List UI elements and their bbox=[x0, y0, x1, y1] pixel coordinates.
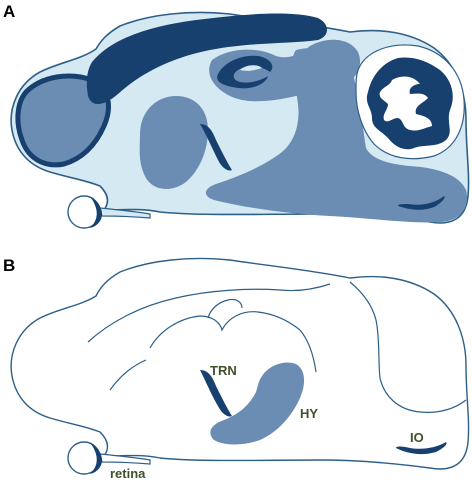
panel-b-brain-outline bbox=[10, 257, 470, 470]
panel-a-cerebellum-folia bbox=[366, 57, 453, 150]
panel-a-hippocampus-curl bbox=[217, 55, 273, 89]
panel-b-cerebellum-contour bbox=[349, 281, 467, 413]
panel-b-cortex-contour bbox=[87, 283, 331, 343]
panel-b-hippocampus-contour bbox=[149, 298, 301, 349]
panel-a: A bbox=[3, 2, 470, 229]
panel-a-trn-crescent bbox=[200, 124, 232, 171]
panel-b: B TRN HY IO retina bbox=[3, 256, 470, 481]
panel-a-thalamus bbox=[139, 96, 208, 189]
panel-b-retina bbox=[88, 442, 102, 474]
panel-a-optic-nerve bbox=[99, 207, 151, 219]
panel-a-cortex-band bbox=[86, 13, 327, 105]
panel-a-retina bbox=[88, 196, 102, 228]
panel-b-brainstem-contour bbox=[109, 329, 317, 391]
panel-a-hippocampus-curl-inner bbox=[240, 65, 262, 71]
panel-a-label: A bbox=[3, 2, 15, 21]
panel-b-label: B bbox=[3, 256, 15, 275]
io-label: IO bbox=[410, 430, 424, 445]
panel-a-olfactory-bulb bbox=[15, 73, 111, 168]
panel-a-brainstem bbox=[205, 48, 467, 223]
panel-b-optic-nerve bbox=[99, 453, 151, 465]
panel-b-hy-region bbox=[210, 362, 305, 445]
panel-b-io-crescent bbox=[396, 442, 447, 455]
retina-label: retina bbox=[110, 466, 146, 481]
trn-label: TRN bbox=[210, 363, 237, 378]
panel-a-io-crescent bbox=[398, 196, 445, 210]
panel-b-trn-crescent bbox=[200, 370, 232, 417]
hy-label: HY bbox=[300, 406, 318, 421]
